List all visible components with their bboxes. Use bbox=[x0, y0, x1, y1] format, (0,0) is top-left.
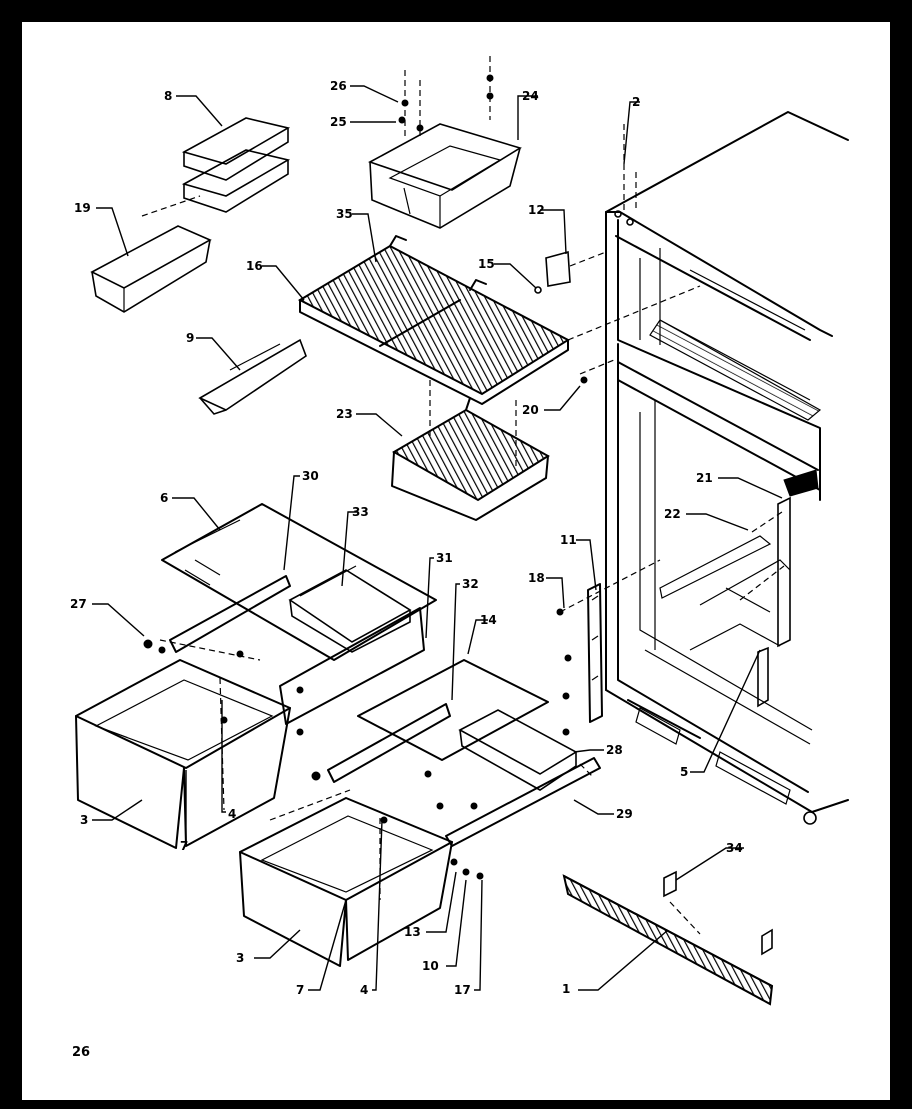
callout-20: 20 bbox=[522, 403, 539, 417]
parts-diagram-sheet: 1 2 3 3 4 4 5 6 7 7 8 9 10 11 12 13 14 1… bbox=[22, 22, 890, 1100]
small-parts bbox=[143, 74, 588, 880]
wire-basket bbox=[391, 397, 550, 521]
callout-25: 25 bbox=[330, 115, 347, 129]
cabinet bbox=[605, 111, 849, 825]
callout-23: 23 bbox=[336, 407, 353, 421]
callout-27: 27 bbox=[70, 597, 87, 611]
callout-29: 29 bbox=[616, 807, 633, 821]
callout-22: 22 bbox=[664, 507, 681, 521]
callout-15: 15 bbox=[478, 257, 495, 271]
exploded-view-drawing: 1 2 3 3 4 4 5 6 7 7 8 9 10 11 12 13 14 1… bbox=[70, 56, 849, 1060]
callout-4-upper: 4 bbox=[228, 807, 236, 821]
callout-9: 9 bbox=[186, 331, 194, 345]
callout-26: 26 bbox=[330, 79, 347, 93]
callout-3-upper: 3 bbox=[80, 813, 88, 827]
callout-30: 30 bbox=[302, 469, 319, 483]
callout-labels: 1 2 3 3 4 4 5 6 7 7 8 9 10 11 12 13 14 1… bbox=[70, 79, 743, 1060]
page-number: 26 bbox=[72, 1045, 90, 1060]
callout-28: 28 bbox=[606, 743, 623, 757]
assembly-lines bbox=[141, 56, 785, 935]
callout-5: 5 bbox=[680, 765, 688, 779]
ice-trays bbox=[181, 117, 291, 213]
callout-32: 32 bbox=[462, 577, 479, 591]
callout-10: 10 bbox=[422, 959, 439, 973]
freezer-shelf bbox=[297, 235, 570, 405]
callout-18: 18 bbox=[528, 571, 545, 585]
callout-1: 1 bbox=[562, 982, 570, 996]
callout-7-upper: 7 bbox=[180, 839, 188, 853]
callout-3-lower: 3 bbox=[236, 951, 244, 965]
callout-33: 33 bbox=[352, 505, 369, 519]
callout-2: 2 bbox=[632, 95, 640, 109]
crisper-cover bbox=[161, 503, 437, 725]
shelf-trim bbox=[198, 338, 307, 415]
callout-19: 19 bbox=[74, 201, 91, 215]
leader-lines bbox=[92, 85, 783, 991]
callout-16: 16 bbox=[246, 259, 263, 273]
callout-4-lower: 4 bbox=[360, 983, 368, 997]
callout-17: 17 bbox=[454, 983, 471, 997]
callout-8: 8 bbox=[164, 89, 172, 103]
callout-21: 21 bbox=[696, 471, 713, 485]
callout-35: 35 bbox=[336, 207, 353, 221]
callout-14: 14 bbox=[480, 613, 497, 627]
lower-crisper-drawer bbox=[239, 797, 453, 967]
lower-drawer-slides bbox=[327, 659, 601, 847]
ice-maker-bracket bbox=[368, 123, 522, 229]
callout-31: 31 bbox=[436, 551, 453, 565]
callout-6: 6 bbox=[160, 491, 168, 505]
callout-34: 34 bbox=[726, 841, 743, 855]
callout-12: 12 bbox=[528, 203, 545, 217]
callout-24: 24 bbox=[522, 89, 539, 103]
upper-crisper-drawer bbox=[75, 659, 291, 849]
callout-11: 11 bbox=[560, 533, 577, 547]
shelf-rail bbox=[587, 583, 603, 723]
callout-7-lower: 7 bbox=[296, 983, 304, 997]
callout-13: 13 bbox=[404, 925, 421, 939]
ice-bin bbox=[90, 225, 212, 313]
toe-grille bbox=[562, 870, 774, 1006]
